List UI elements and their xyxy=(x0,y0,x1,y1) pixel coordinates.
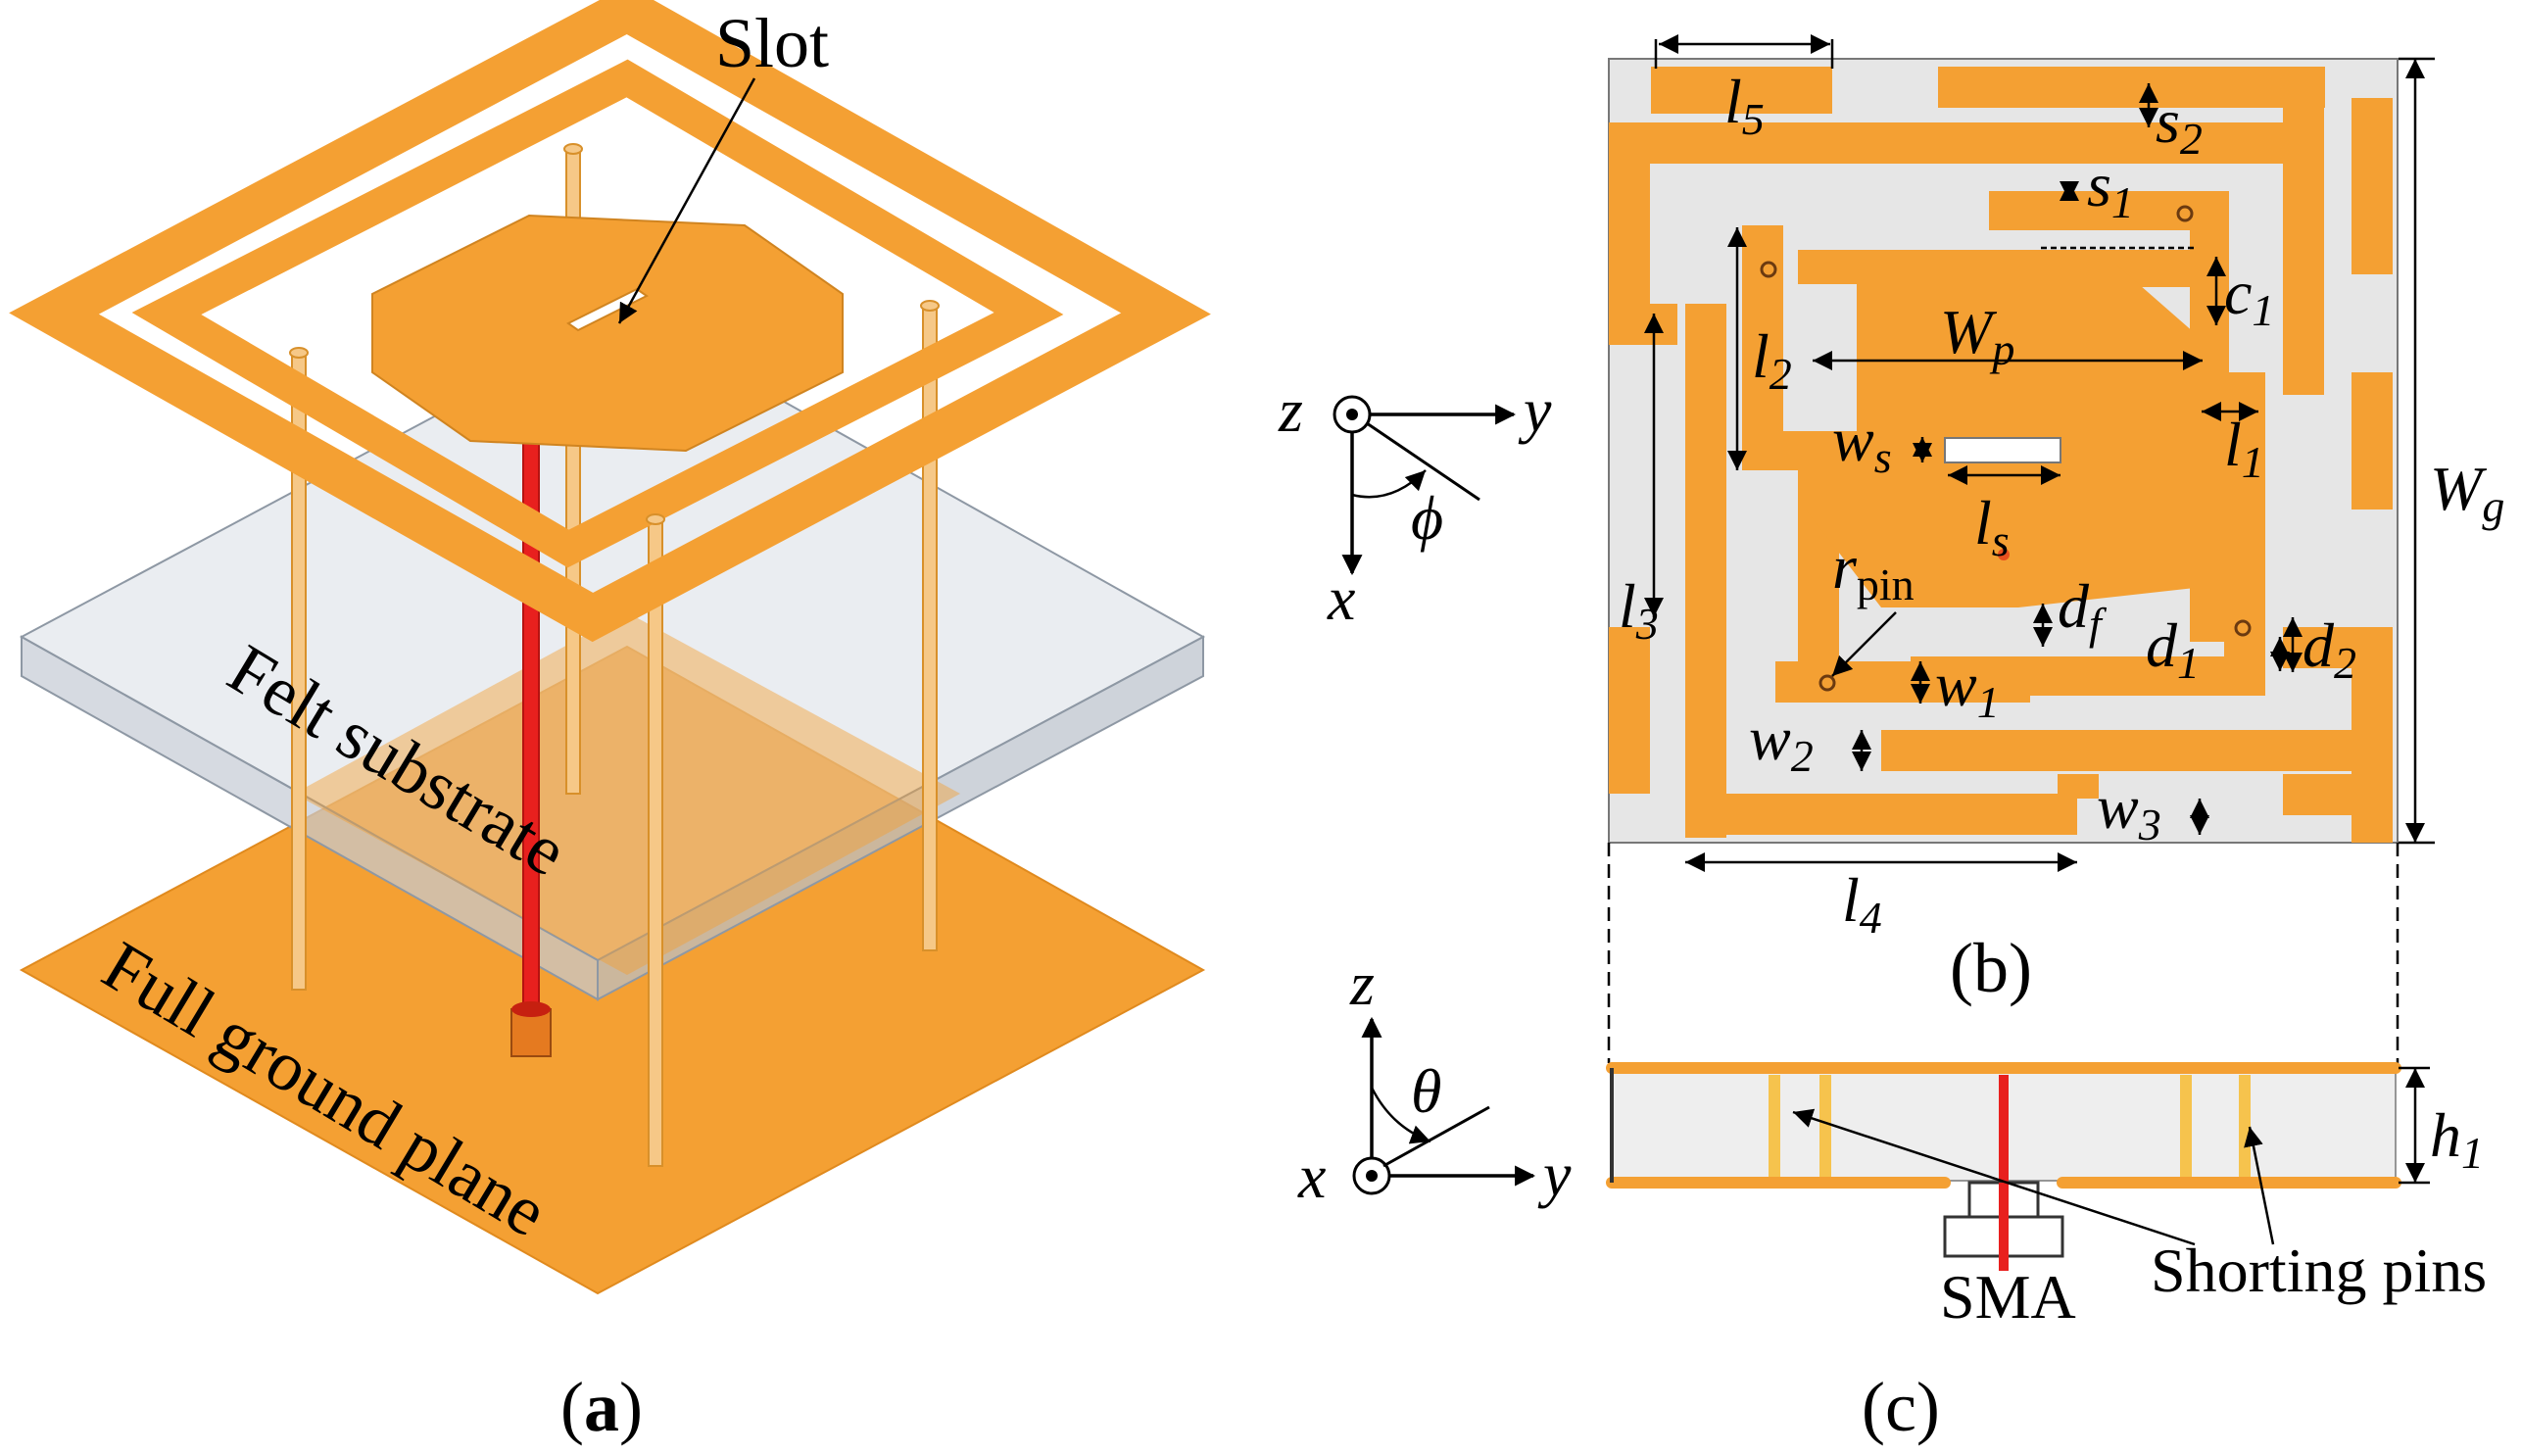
feed-pin-mark xyxy=(1998,549,2010,560)
caption-a: (a) xyxy=(560,1368,643,1446)
axis-y-b: y xyxy=(1518,375,1552,445)
slot-b xyxy=(1944,437,2061,463)
top-radiator-3d xyxy=(9,0,1211,643)
caption-b: (b) xyxy=(1950,929,2032,1007)
caption-c: (c) xyxy=(1862,1368,1940,1446)
slot-leader xyxy=(617,77,756,324)
label-l3: l3 xyxy=(1619,571,1659,649)
dimension-labels-b: l5 s2 s1 c1 Wp l2 ws ls l1 Wg l3 rpin df… xyxy=(1619,67,2504,943)
label-l4: l4 xyxy=(1842,865,1882,943)
axes-b: z y x ϕ xyxy=(1278,375,1552,633)
sma-label: SMA xyxy=(1940,1262,2076,1332)
axis-z-b: z xyxy=(1278,375,1303,445)
theta-label: θ xyxy=(1411,1056,1441,1126)
slot-label: Slot xyxy=(715,4,829,82)
copper-traces xyxy=(1609,67,2393,843)
panel-a: Slot Felt substrate Full ground plane (a… xyxy=(9,0,1211,1446)
panel-c: SMA Shorting pins h1 z y x θ (c) xyxy=(1297,948,2487,1446)
phi-label: ϕ xyxy=(1411,483,1443,553)
label-Wg: Wg xyxy=(2430,454,2504,531)
main-patch xyxy=(1806,265,2195,607)
side-pins xyxy=(1769,1075,2251,1177)
label-d2: d2 xyxy=(2303,610,2356,688)
slot-3d xyxy=(566,287,649,332)
felt-substrate xyxy=(19,312,1206,1001)
projection-lines xyxy=(1607,843,2400,1063)
axis-x-c: x xyxy=(1297,1141,1326,1211)
shorting-pins-label: Shorting pins xyxy=(2151,1236,2487,1305)
axis-z-c: z xyxy=(1349,948,1375,1018)
axis-x-b: x xyxy=(1327,563,1355,633)
label-h1: h1 xyxy=(2430,1100,2484,1178)
axes-c: z y x θ xyxy=(1297,948,1572,1211)
side-feed xyxy=(1999,1075,2009,1271)
axis-y-c: y xyxy=(1537,1140,1572,1209)
panel-b: l5 s2 s1 c1 Wp l2 ws ls l1 Wg l3 rpin df… xyxy=(1278,34,2504,1007)
feed-stub xyxy=(1775,661,2030,703)
shorting-pin-marks xyxy=(1760,205,2252,692)
